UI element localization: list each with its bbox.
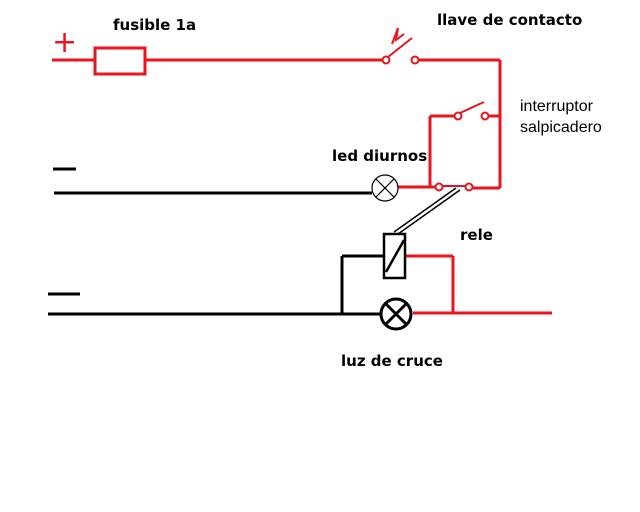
dashboard-switch xyxy=(453,101,490,121)
drl-led-label: led diurnos xyxy=(332,147,427,165)
ignition-key-switch xyxy=(381,27,420,65)
relay-label: rele xyxy=(460,226,493,244)
dash-switch-label-line2: salpicadero xyxy=(520,119,602,136)
fuse-label: fusible 1a xyxy=(113,16,196,34)
negative-wiring xyxy=(48,167,384,316)
low-beam-label: luz de cruce xyxy=(341,352,443,370)
dash-switch-label-line1: interruptor xyxy=(520,98,594,115)
positive-wiring: + xyxy=(52,25,552,315)
fuse-symbol xyxy=(93,46,147,76)
relay-contact xyxy=(434,182,474,192)
relay-coil-symbol xyxy=(382,232,407,280)
drl-lamp-symbol xyxy=(371,174,399,202)
positive-symbol: + xyxy=(52,25,77,60)
relay-linkage xyxy=(393,187,461,235)
ignition-key-label: llave de contacto xyxy=(437,11,582,29)
low-beam-lamp-symbol xyxy=(379,297,413,331)
